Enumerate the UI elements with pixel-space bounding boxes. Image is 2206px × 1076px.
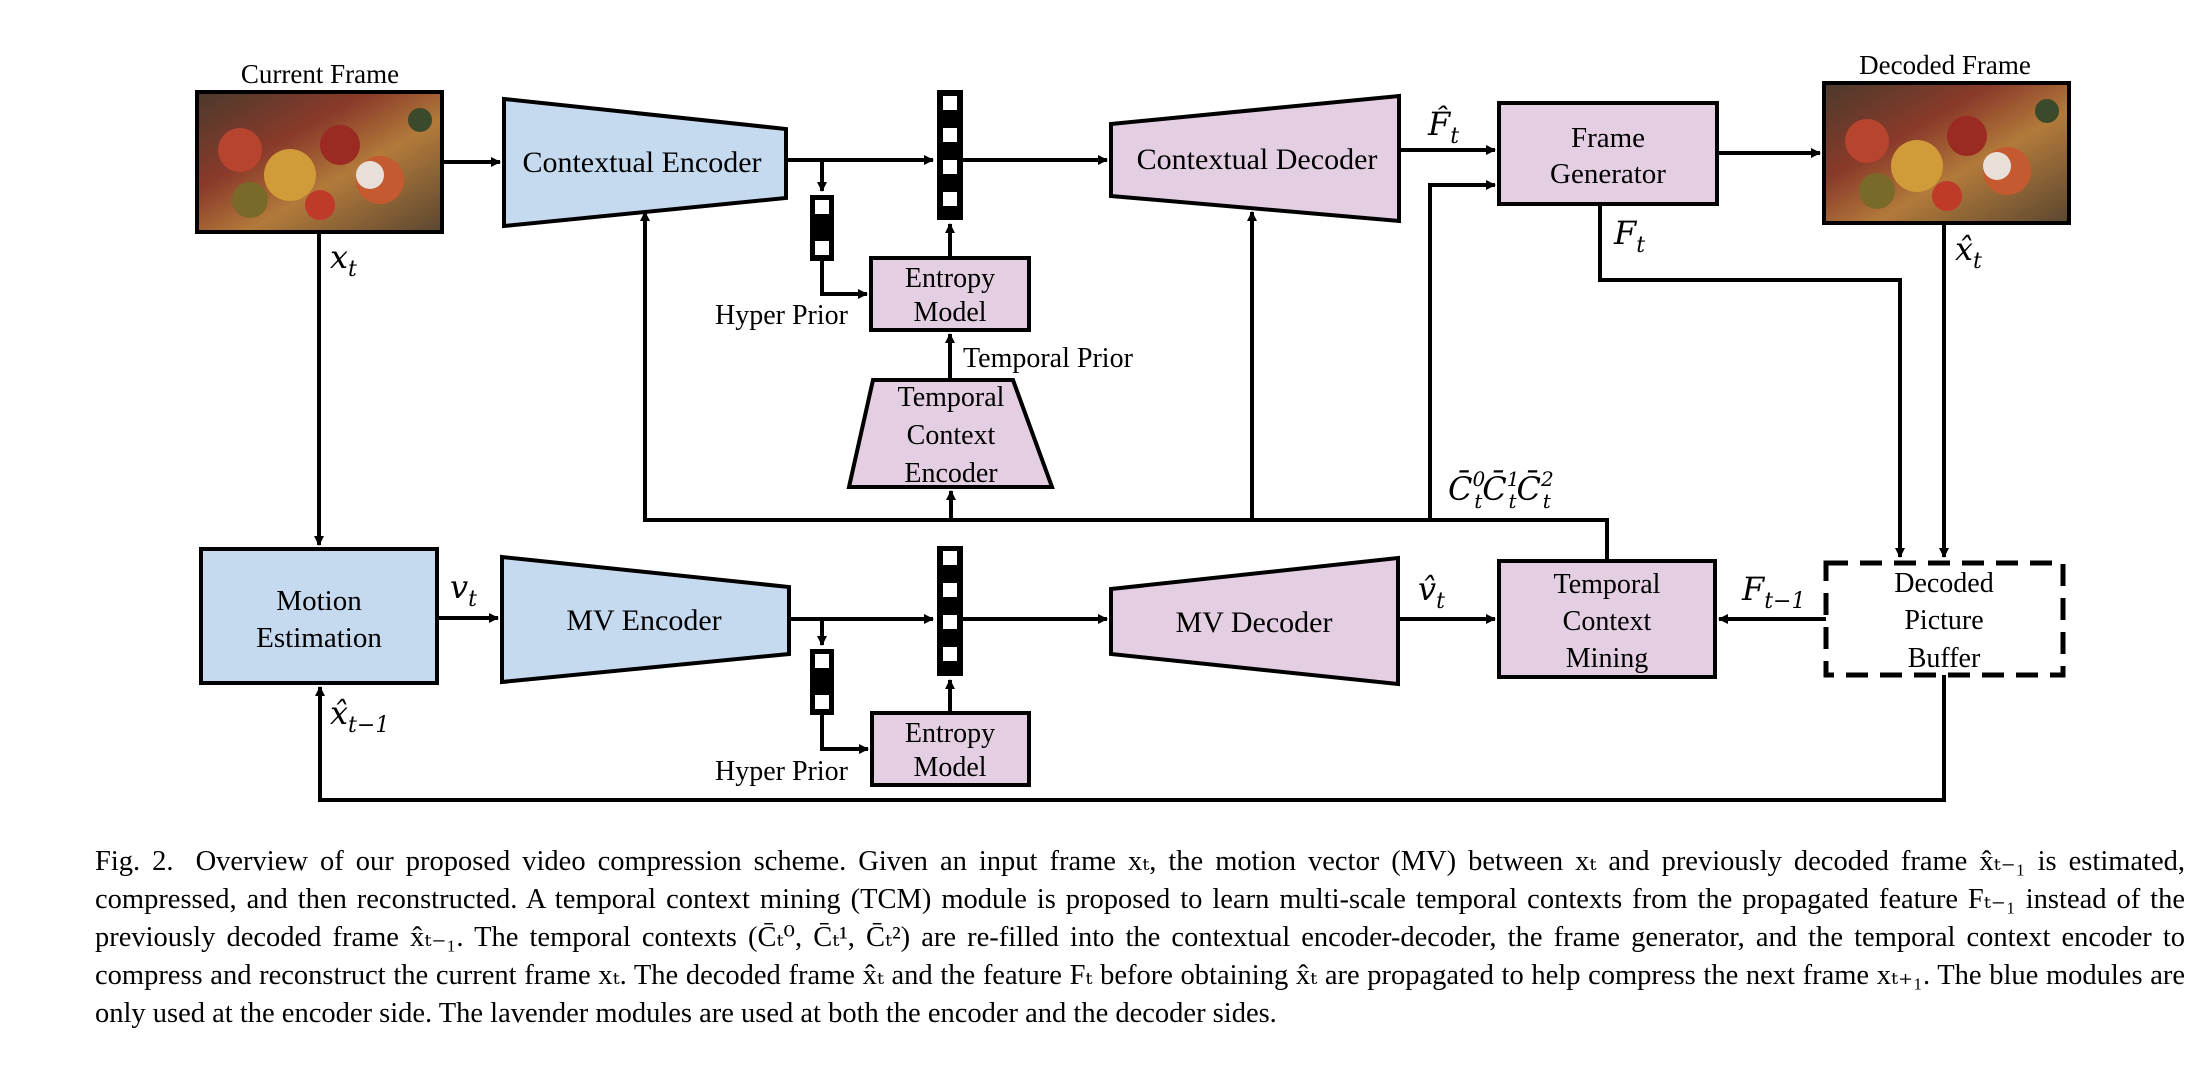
- temporal-prior-label: Temporal Prior: [963, 343, 1134, 374]
- temporal-context-encoder-block: Temporal Context Encoder: [846, 378, 1055, 489]
- contextual-decoder-label: Contextual Decoder: [1137, 143, 1378, 176]
- frame-generator-label-line2: Generator: [1550, 158, 1666, 190]
- svg-text:x̂t−1: x̂t−1: [330, 694, 389, 738]
- bottom-entropy-model-label-line2: Model: [913, 752, 986, 783]
- decoded-frame-image: [1822, 81, 2071, 225]
- mv-encoder-label: MV Encoder: [566, 604, 721, 637]
- top-entropy-model-block-2: Entropy Model: [870, 711, 1031, 787]
- svg-text:C̄0tC̄1tC̄2t: C̄0tC̄1tC̄2t: [1448, 467, 1554, 513]
- connection-arrows: [314, 145, 1949, 802]
- svg-text:xt: xt: [330, 238, 357, 282]
- bottom-latent-tensor: [937, 546, 963, 676]
- top-hyper-tensor: [810, 195, 834, 261]
- f-hat-t-label: F̂t: [1427, 105, 1459, 149]
- dpb-label-line1: Decoded: [1894, 568, 1994, 599]
- frame-generator-block: Frame Generator: [1497, 101, 1719, 206]
- svg-text:Ft−1: Ft−1: [1741, 570, 1805, 614]
- top-hyper-prior-label: Hyper Prior: [715, 300, 849, 331]
- x-hat-t-label: x̂t: [1955, 230, 1982, 274]
- dpb-label-line3: Buffer: [1908, 643, 1981, 674]
- svg-text:v̂t: v̂t: [1418, 570, 1445, 614]
- tce-label-line1: Temporal: [898, 382, 1005, 413]
- contextual-decoder-block: Contextual Decoder: [1109, 93, 1401, 224]
- frame-generator-label-line1: Frame: [1571, 122, 1645, 154]
- current-frame-label: Current Frame: [241, 59, 399, 89]
- contextual-encoder-label: Contextual Encoder: [522, 146, 761, 179]
- top-entropy-model-label-line2: Model: [913, 297, 986, 328]
- f-t-label: Ft: [1613, 214, 1645, 258]
- v-hat-t-label: v̂t: [1418, 570, 1445, 614]
- svg-text:vt: vt: [450, 568, 477, 612]
- caption-text: Overview of our proposed video compressi…: [95, 846, 2185, 1029]
- x-hat-t-minus-1-label: x̂t−1: [330, 694, 389, 738]
- svg-text:Ft: Ft: [1613, 214, 1645, 258]
- temporal-context-mining-block: Temporal Context Mining: [1497, 559, 1717, 679]
- compression-scheme-diagram: Current Frame Decoded Frame Contextual E…: [195, 50, 2071, 802]
- bottom-hyper-tensor: [810, 649, 834, 715]
- bottom-entropy-model-label-line1: Entropy: [905, 718, 995, 749]
- tce-label-line3: Encoder: [904, 458, 998, 489]
- v-t-label: vt: [450, 568, 477, 612]
- mv-decoder-block: MV Decoder: [1109, 555, 1400, 687]
- mv-encoder-block: MV Encoder: [500, 554, 791, 685]
- tcm-label-line2: Context: [1563, 606, 1652, 637]
- motion-estimation-block: Motion Estimation: [199, 547, 439, 685]
- dpb-label-line2: Picture: [1904, 605, 1983, 636]
- figure-number: Fig. 2.: [95, 846, 174, 877]
- bottom-hyper-prior-label: Hyper Prior: [715, 756, 849, 787]
- current-frame-image: [195, 90, 444, 234]
- tcm-label-line3: Mining: [1566, 643, 1648, 674]
- contextual-encoder-block: Contextual Encoder: [502, 96, 788, 229]
- decoded-picture-buffer-block: Decoded Picture Buffer: [1823, 560, 2066, 678]
- figure-caption: Fig. 2. Overview of our proposed video c…: [95, 843, 2185, 1033]
- svg-text:F̂t: F̂t: [1427, 105, 1459, 149]
- top-entropy-model-block: Entropy Model: [869, 256, 1031, 332]
- motion-estimation-label-line1: Motion: [276, 585, 362, 617]
- top-entropy-model-label-line1: Entropy: [905, 263, 995, 294]
- x-t-label: xt: [330, 238, 357, 282]
- decoded-frame-label: Decoded Frame: [1859, 50, 2031, 80]
- svg-text:x̂t: x̂t: [1955, 230, 1982, 274]
- tcm-label-line1: Temporal: [1554, 569, 1661, 600]
- motion-estimation-label-line2: Estimation: [256, 622, 382, 654]
- top-latent-tensor: [937, 90, 963, 220]
- f-t-minus-1-label: Ft−1: [1741, 570, 1805, 614]
- mv-decoder-label: MV Decoder: [1176, 606, 1333, 639]
- tce-label-line2: Context: [907, 420, 996, 451]
